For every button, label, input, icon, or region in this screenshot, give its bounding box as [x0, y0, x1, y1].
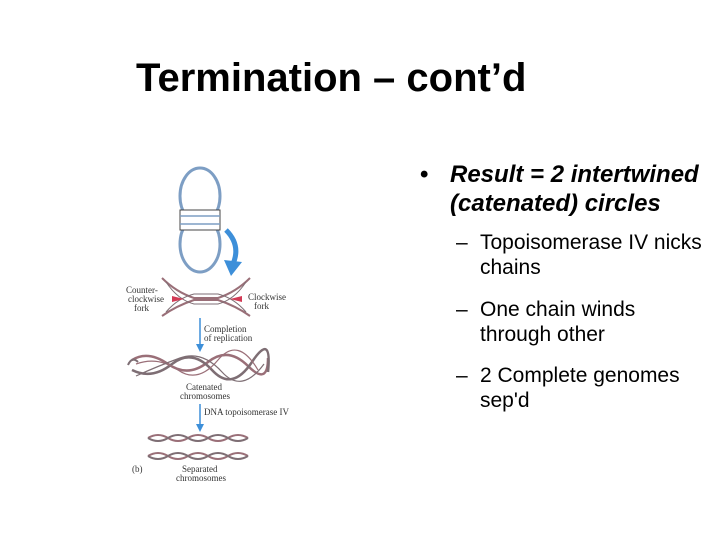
figure-svg: Counter- clockwise fork Clockwise fork C… — [126, 166, 289, 483]
sub-bullet-text-1: Topoisomerase IV nicks chains — [480, 231, 702, 279]
sub-bullet-text-3: 2 Complete genomes sep'd — [480, 364, 680, 412]
sub-bullet-text-2: One chain winds through other — [480, 298, 636, 346]
sub-bullet-dash: – — [456, 298, 468, 321]
bullet-dot: • — [420, 161, 429, 188]
counterclockwise-fork-arrow-icon — [172, 296, 184, 302]
sub-bullet-dash: – — [456, 231, 468, 254]
separated-chromosome-1 — [147, 434, 249, 442]
sub-bullet-genomes: – 2 Complete genomes sep'd — [456, 363, 710, 413]
label-separated-2: chromosomes — [176, 473, 226, 483]
sub-bullet-dash: – — [456, 364, 468, 387]
bullet-result: • Result = 2 intertwined (catenated) cir… — [420, 160, 710, 218]
label-clockwise-fork-1: Clockwise — [248, 292, 286, 302]
label-counterclockwise-fork-3: fork — [134, 303, 149, 313]
label-panel-b: (b) — [132, 464, 143, 474]
label-counterclockwise-fork-2: clockwise — [128, 294, 164, 304]
label-catenated-2: chromosomes — [180, 391, 230, 401]
label-topoisomerase: DNA topoisomerase IV — [204, 407, 289, 417]
bullet-list: • Result = 2 intertwined (catenated) cir… — [420, 160, 710, 413]
slide-title: Termination – cont’d — [136, 56, 527, 100]
catenated-chromosomes-strand — [131, 353, 270, 376]
separated-chromosome-2 — [147, 452, 249, 460]
sub-bullet-winds: – One chain winds through other — [456, 297, 710, 347]
clockwise-fork-arrow-icon — [230, 296, 242, 302]
sub-bullet-topoisomerase: – Topoisomerase IV nicks chains — [456, 230, 710, 280]
label-catenated-1: Catenated — [186, 382, 222, 392]
label-completion-2: of replication — [204, 333, 253, 343]
label-completion-1: Completion — [204, 324, 247, 334]
fork-strands — [161, 277, 251, 299]
label-clockwise-fork-2: fork — [254, 301, 269, 311]
bullet-result-text: Result = 2 intertwined (catenated) circl… — [450, 161, 699, 217]
replication-termination-figure: Counter- clockwise fork Clockwise fork C… — [118, 160, 298, 490]
label-separated-1: Separated — [182, 464, 218, 474]
termination-region-box — [179, 209, 221, 231]
label-counterclockwise-fork-1: Counter- — [126, 285, 158, 295]
